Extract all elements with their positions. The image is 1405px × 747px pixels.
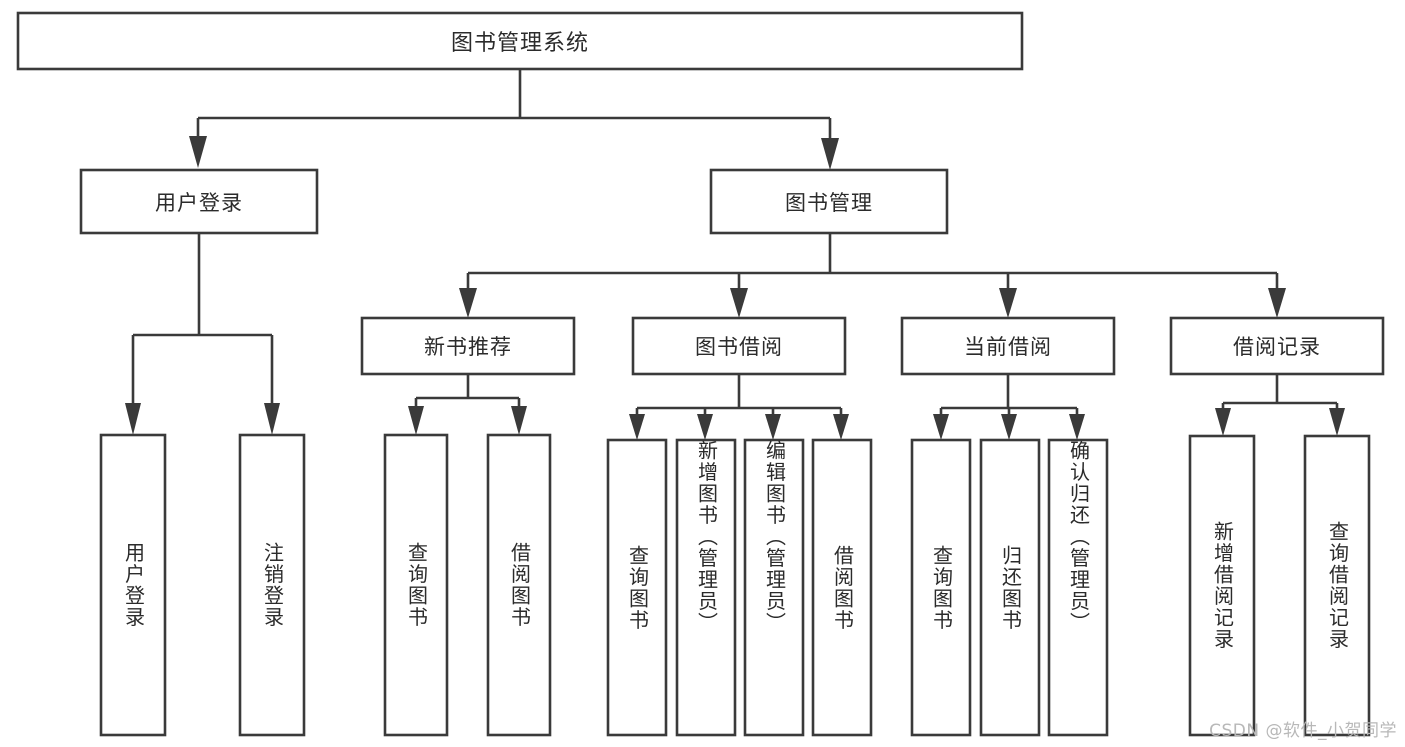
arrowhead-user-login-leaf-1 (125, 403, 141, 435)
arrowhead-bookborrow-leaf-1 (629, 414, 645, 440)
node-new-book-recommend[interactable] (360, 316, 576, 376)
arrowhead-bookborrow-leaf-2 (697, 414, 713, 440)
node-book-borrow[interactable] (631, 316, 847, 376)
arrowhead-bookborrow-leaf-4 (833, 414, 849, 440)
arrowhead-bm-to-book-borrow (730, 288, 748, 318)
leaf-box-book-borrow-4[interactable] (811, 438, 873, 737)
leaf-box-book-borrow-1[interactable] (606, 438, 668, 737)
arrowhead-bm-to-borrow-record (1268, 288, 1286, 318)
leaf-box-new-book-2[interactable] (486, 433, 552, 737)
node-borrow-record[interactable] (1169, 316, 1385, 376)
arrowhead-newbook-leaf-2 (511, 406, 527, 435)
arrowhead-root-to-book-management (821, 138, 839, 170)
leaf-box-book-borrow-3[interactable] (743, 438, 805, 737)
leaf-box-new-book-1[interactable] (383, 433, 449, 737)
arrowhead-currentborrow-leaf-1 (933, 414, 949, 440)
arrowhead-newbook-leaf-1 (408, 406, 424, 435)
leaf-box-user-login-2[interactable] (238, 433, 306, 737)
leaf-box-book-borrow-2[interactable] (675, 438, 737, 737)
node-user-login[interactable] (79, 168, 319, 235)
arrowhead-currentborrow-leaf-2 (1001, 414, 1017, 440)
leaf-box-borrow-record-2[interactable] (1303, 434, 1371, 737)
arrowhead-borrowrecord-leaf-2 (1329, 408, 1345, 436)
leaf-box-current-borrow-1[interactable] (910, 438, 972, 737)
leaf-box-borrow-record-1[interactable] (1188, 434, 1256, 737)
arrowhead-root-to-user-login (189, 136, 207, 168)
arrowhead-bm-to-new-book (459, 288, 477, 318)
leaf-box-user-login-1[interactable] (99, 433, 167, 737)
arrowhead-currentborrow-leaf-3 (1069, 414, 1085, 440)
arrowhead-bm-to-current-borrow (999, 288, 1017, 318)
node-current-borrow[interactable] (900, 316, 1116, 376)
leaf-box-current-borrow-3[interactable] (1047, 438, 1109, 737)
node-root-book-management-system[interactable] (16, 11, 1024, 71)
arrowhead-user-login-leaf-2 (264, 403, 280, 435)
arrowhead-borrowrecord-leaf-1 (1215, 408, 1231, 436)
arrowhead-bookborrow-leaf-3 (765, 414, 781, 440)
node-book-management[interactable] (709, 168, 949, 235)
leaf-box-current-borrow-2[interactable] (979, 438, 1041, 737)
